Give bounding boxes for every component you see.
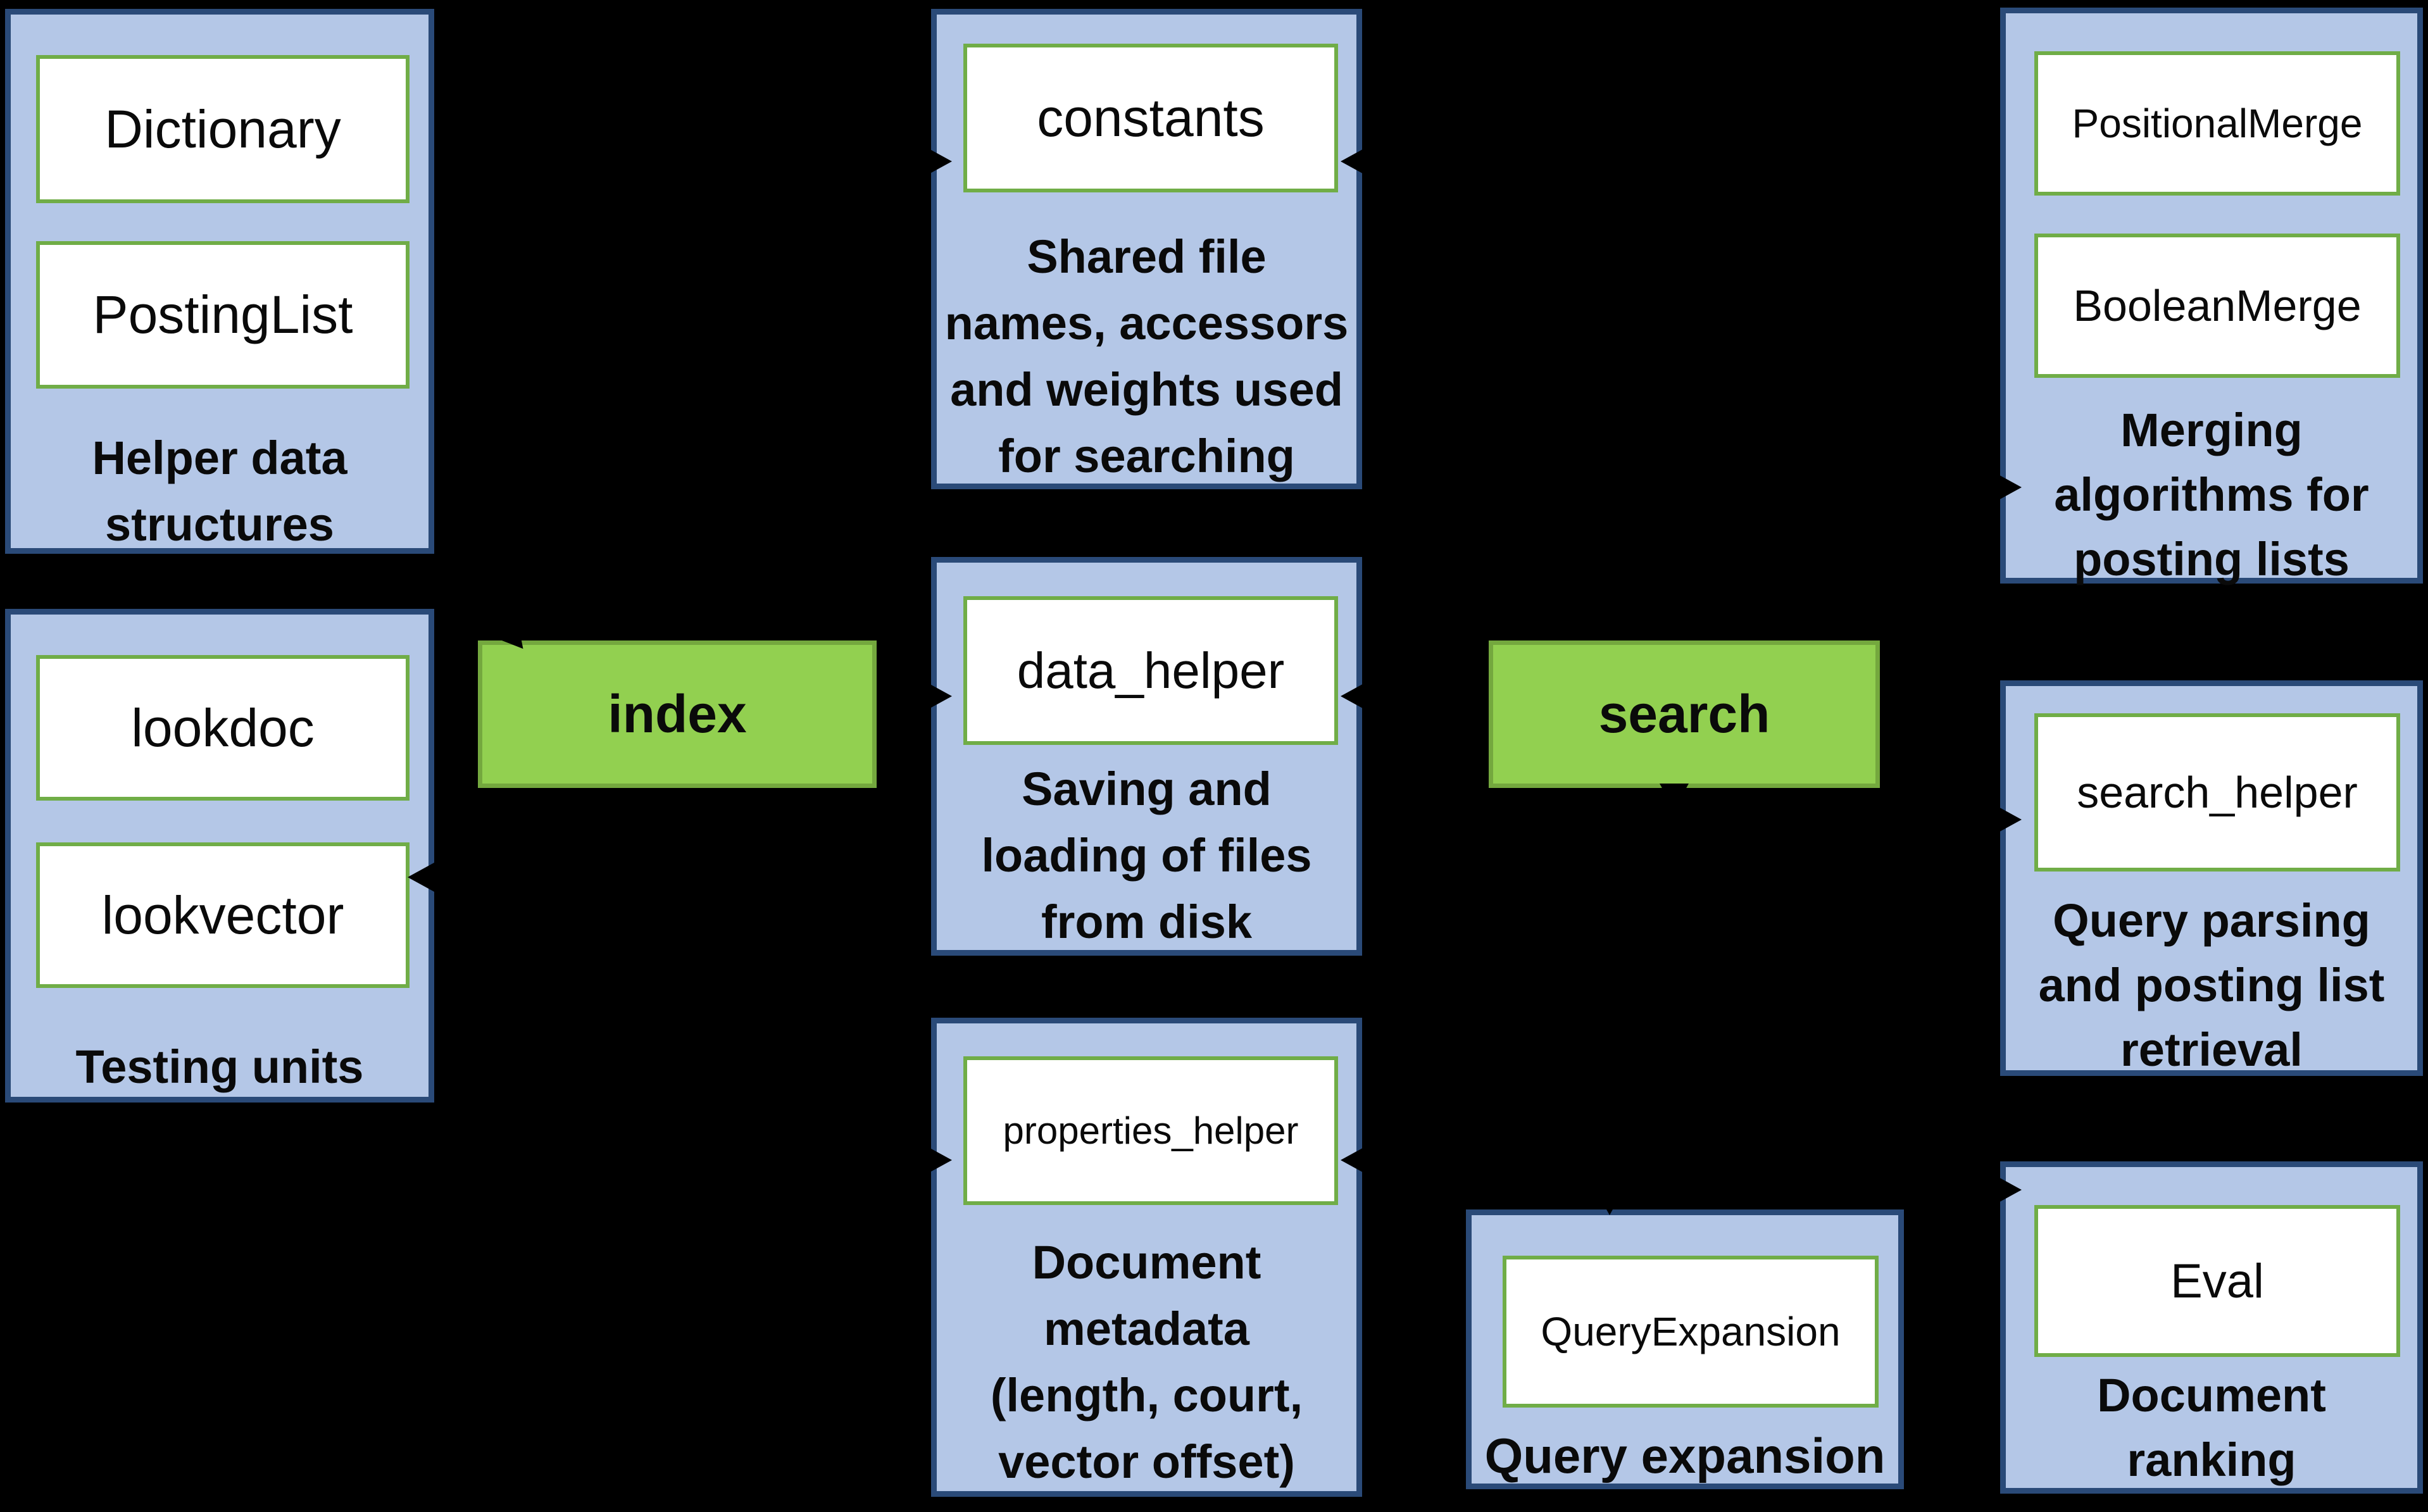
arrowhead-icon [877,699,903,728]
arrowhead-icon [1595,1189,1624,1215]
class-box-eval: Eval [2034,1205,2400,1357]
class-box-lookvector: lookvector [36,842,410,988]
class-box-data-helper: data_helper [963,596,1338,745]
arrowhead-icon [408,863,434,892]
package-search: search [1489,640,1880,788]
module-search-helper: search_helper Query parsing and posting … [2000,680,2423,1076]
module-caption: Document ranking [2097,1369,2326,1486]
module-caption: Testing units [75,1040,364,1093]
arrowhead-icon [1995,1175,2022,1204]
class-box-booleanmerge: BooleanMerge [2034,234,2400,378]
module-document-ranking: Eval Document ranking [2000,1161,2423,1494]
arrowhead-icon [925,147,952,176]
arrowhead-icon [1341,147,1367,176]
module-caption: Helper data structures [92,432,347,551]
module-caption: Shared file names, accessors and weights… [944,230,1349,482]
arrowhead-icon [1660,784,1689,810]
module-data-helper: data_helper Saving and loading of files … [931,557,1362,956]
class-box-search-helper: search_helper [2034,713,2400,872]
arrowhead-icon [1881,699,1908,728]
class-box-constants: constants [963,44,1338,192]
module-caption: Query expansion [1484,1428,1886,1484]
module-caption: Merging algorithms for posting lists [2054,404,2369,585]
module-merging-algorithms: PositionalMerge BooleanMerge Merging alg… [2000,8,2423,585]
arrowhead-icon [1995,805,2022,834]
module-properties-helper: properties_helper Document metadata (len… [931,1018,1362,1497]
class-box-postinglist: PostingList [36,241,410,389]
arrowhead-icon [1341,1146,1367,1175]
package-index: index [478,640,877,788]
module-query-expansion: QueryExpansion Query expansion [1466,1209,1904,1489]
arrowhead-icon [1995,473,2022,502]
module-caption: Query parsing and posting list retrieval [2038,894,2385,1076]
class-box-properties-helper: properties_helper [963,1056,1338,1205]
class-box-dictionary: Dictionary [36,55,410,203]
class-box-positionalmerge: PositionalMerge [2034,51,2400,196]
arrowhead-icon [925,682,952,711]
module-constants: constants Shared file names, accessors a… [931,9,1362,489]
arrowhead-icon [925,1146,952,1175]
module-caption: Document metadata (length, court, vector… [990,1236,1303,1488]
module-helper-data-structures: Dictionary PostingList Helper data struc… [5,9,434,554]
class-box-lookdoc: lookdoc [36,655,410,801]
class-box-queryexpansion: QueryExpansion [1503,1256,1879,1408]
module-testing-units: lookdoc lookvector Testing units [5,609,434,1103]
module-caption: Saving and loading of files from disk [981,763,1312,948]
arrowhead-icon [1341,682,1367,711]
